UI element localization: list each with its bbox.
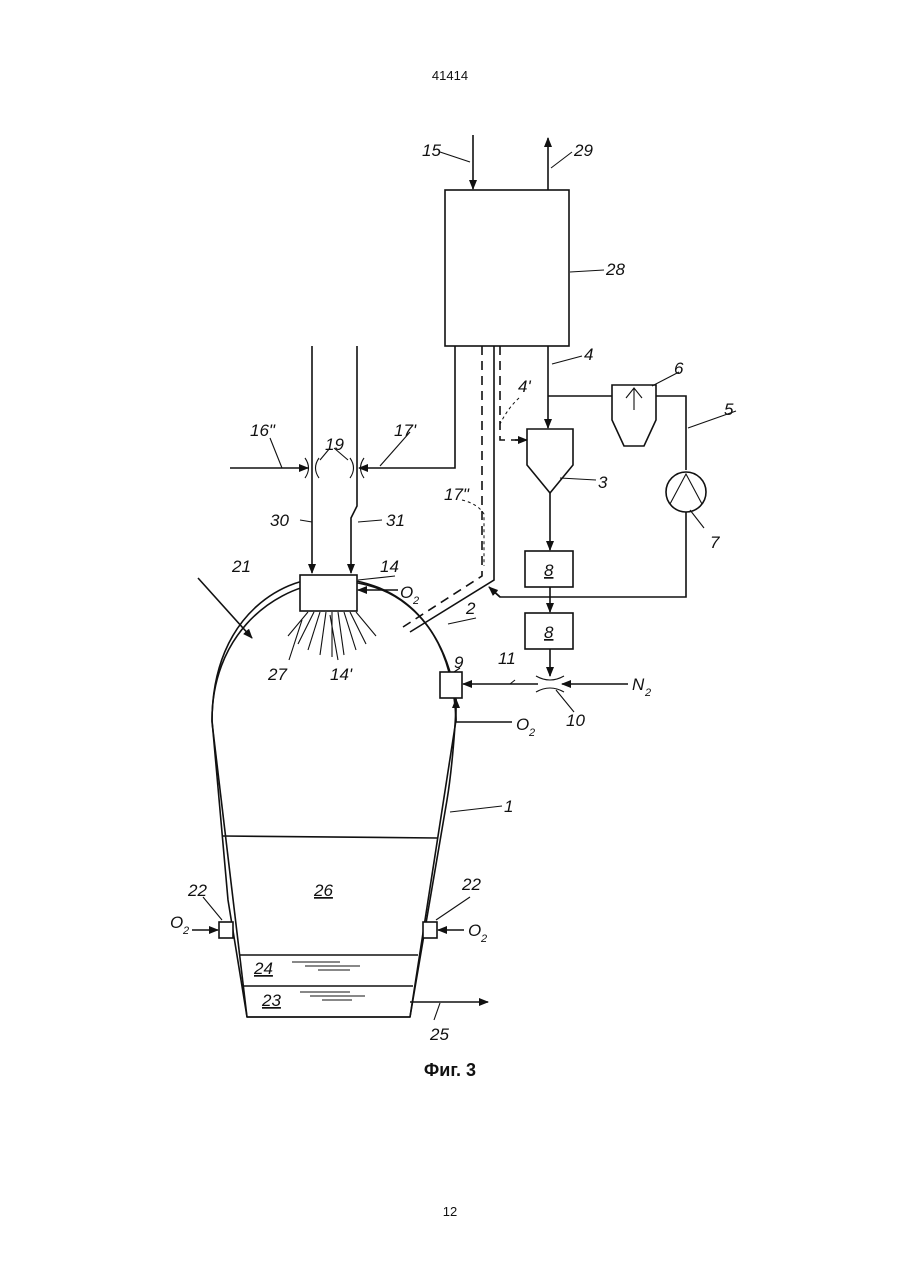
svg-text:O: O xyxy=(400,583,413,602)
page-number: 12 xyxy=(0,1204,900,1219)
bed-top-line xyxy=(223,836,437,838)
tuyere-left xyxy=(219,922,233,938)
label-29: 29 xyxy=(573,141,593,160)
figure-caption: Фиг. 3 xyxy=(0,1060,900,1081)
label-27: 27 xyxy=(267,665,287,684)
valve-10 xyxy=(536,676,564,692)
svg-text:N: N xyxy=(632,675,645,694)
label-25: 25 xyxy=(429,1025,449,1044)
unit-28 xyxy=(445,190,569,346)
burner-9 xyxy=(440,672,462,698)
pipe-31 xyxy=(351,346,357,573)
label-17p: 17' xyxy=(394,421,417,440)
svg-text:2: 2 xyxy=(412,595,419,607)
label-16pp: 16" xyxy=(250,421,276,440)
o2-label-tuyere-left: O 2 xyxy=(170,913,189,937)
svg-text:O: O xyxy=(170,913,183,932)
label-30: 30 xyxy=(270,511,289,530)
label-4: 4 xyxy=(584,345,593,364)
svg-text:2: 2 xyxy=(182,925,189,937)
label-7: 7 xyxy=(710,533,720,552)
svg-text:2: 2 xyxy=(480,933,487,945)
compressor-return xyxy=(490,512,686,597)
label-5: 5 xyxy=(724,400,734,419)
label-23: 23 xyxy=(261,991,281,1010)
label-22-right: 22 xyxy=(461,875,481,894)
o2-label-burner-9: O 2 xyxy=(516,715,535,739)
svg-text:2: 2 xyxy=(528,727,535,739)
gas-line-2-dashed xyxy=(403,346,482,627)
vessel-shell-left xyxy=(212,722,247,1017)
label-2: 2 xyxy=(465,599,476,618)
label-22-left: 22 xyxy=(187,881,207,900)
label-4p: 4' xyxy=(518,377,531,396)
line-17p xyxy=(359,346,455,468)
label-15: 15 xyxy=(422,141,441,160)
metal-ripples xyxy=(300,992,365,1000)
label-1: 1 xyxy=(504,797,513,816)
n2-label: N 2 xyxy=(632,675,651,699)
label-21: 21 xyxy=(231,557,251,576)
burner-spray xyxy=(288,612,376,657)
label-14p: 14' xyxy=(330,665,353,684)
label-8-upper: 8 xyxy=(544,561,554,580)
leader-4p-dotted xyxy=(500,398,519,424)
label-10: 10 xyxy=(566,711,585,730)
label-6: 6 xyxy=(674,359,684,378)
label-24: 24 xyxy=(253,959,273,978)
label-11: 11 xyxy=(498,649,516,668)
vessel-shell-right xyxy=(410,720,456,1017)
label-3: 3 xyxy=(598,473,608,492)
label-26: 26 xyxy=(313,881,333,900)
compressor-7 xyxy=(666,472,706,512)
label-14: 14 xyxy=(380,557,399,576)
label-17pp: 17" xyxy=(444,485,470,504)
svg-text:2: 2 xyxy=(644,687,651,699)
leader-17pp-dotted xyxy=(462,500,484,566)
label-9: 9 xyxy=(454,653,464,672)
slag-ripples xyxy=(292,962,360,970)
svg-text:O: O xyxy=(516,715,529,734)
label-31: 31 xyxy=(386,511,405,530)
label-28: 28 xyxy=(605,260,625,279)
label-8-lower: 8 xyxy=(544,623,554,642)
burner-14 xyxy=(300,575,357,611)
line-5 xyxy=(656,396,686,470)
label-19: 19 xyxy=(325,435,344,454)
svg-text:O: O xyxy=(468,921,481,940)
feed-21-arrow xyxy=(198,578,252,638)
o2-burner-9 xyxy=(456,699,512,722)
o2-label-burner-14: O 2 xyxy=(400,583,419,607)
tuyere-right xyxy=(423,922,437,938)
cyclone-3 xyxy=(527,429,573,493)
o2-label-tuyere-right: O 2 xyxy=(468,921,487,945)
